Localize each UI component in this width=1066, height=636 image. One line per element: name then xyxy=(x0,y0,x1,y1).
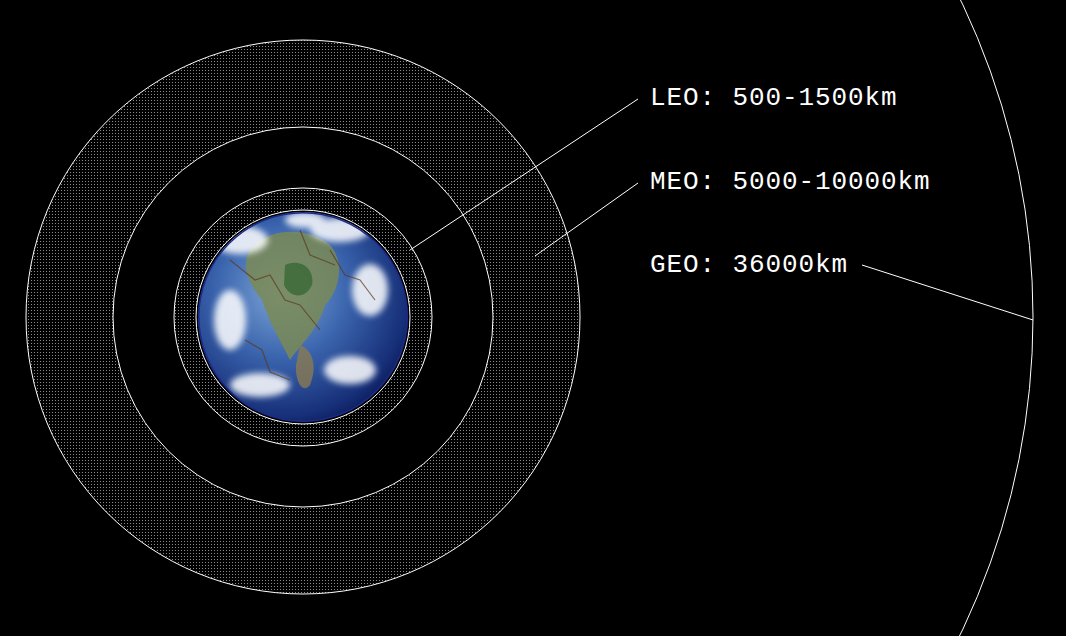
orbit-label: LEO: 500-1500km xyxy=(650,83,898,113)
leo-band xyxy=(174,188,432,446)
orbit-label: GEO: 36000km xyxy=(650,250,848,280)
leo-inner-ring xyxy=(196,210,410,424)
orbit-label: MEO: 5000-10000km xyxy=(650,167,931,197)
earth xyxy=(198,212,408,422)
meo-inner-ring xyxy=(113,127,493,507)
meo-band xyxy=(26,40,580,594)
leo-outer-ring xyxy=(174,188,432,446)
meo-outer-ring xyxy=(26,40,580,594)
geo-arc xyxy=(0,0,1033,636)
leader-line xyxy=(862,265,1033,320)
leader-line xyxy=(410,99,638,250)
leader-line xyxy=(535,183,638,256)
